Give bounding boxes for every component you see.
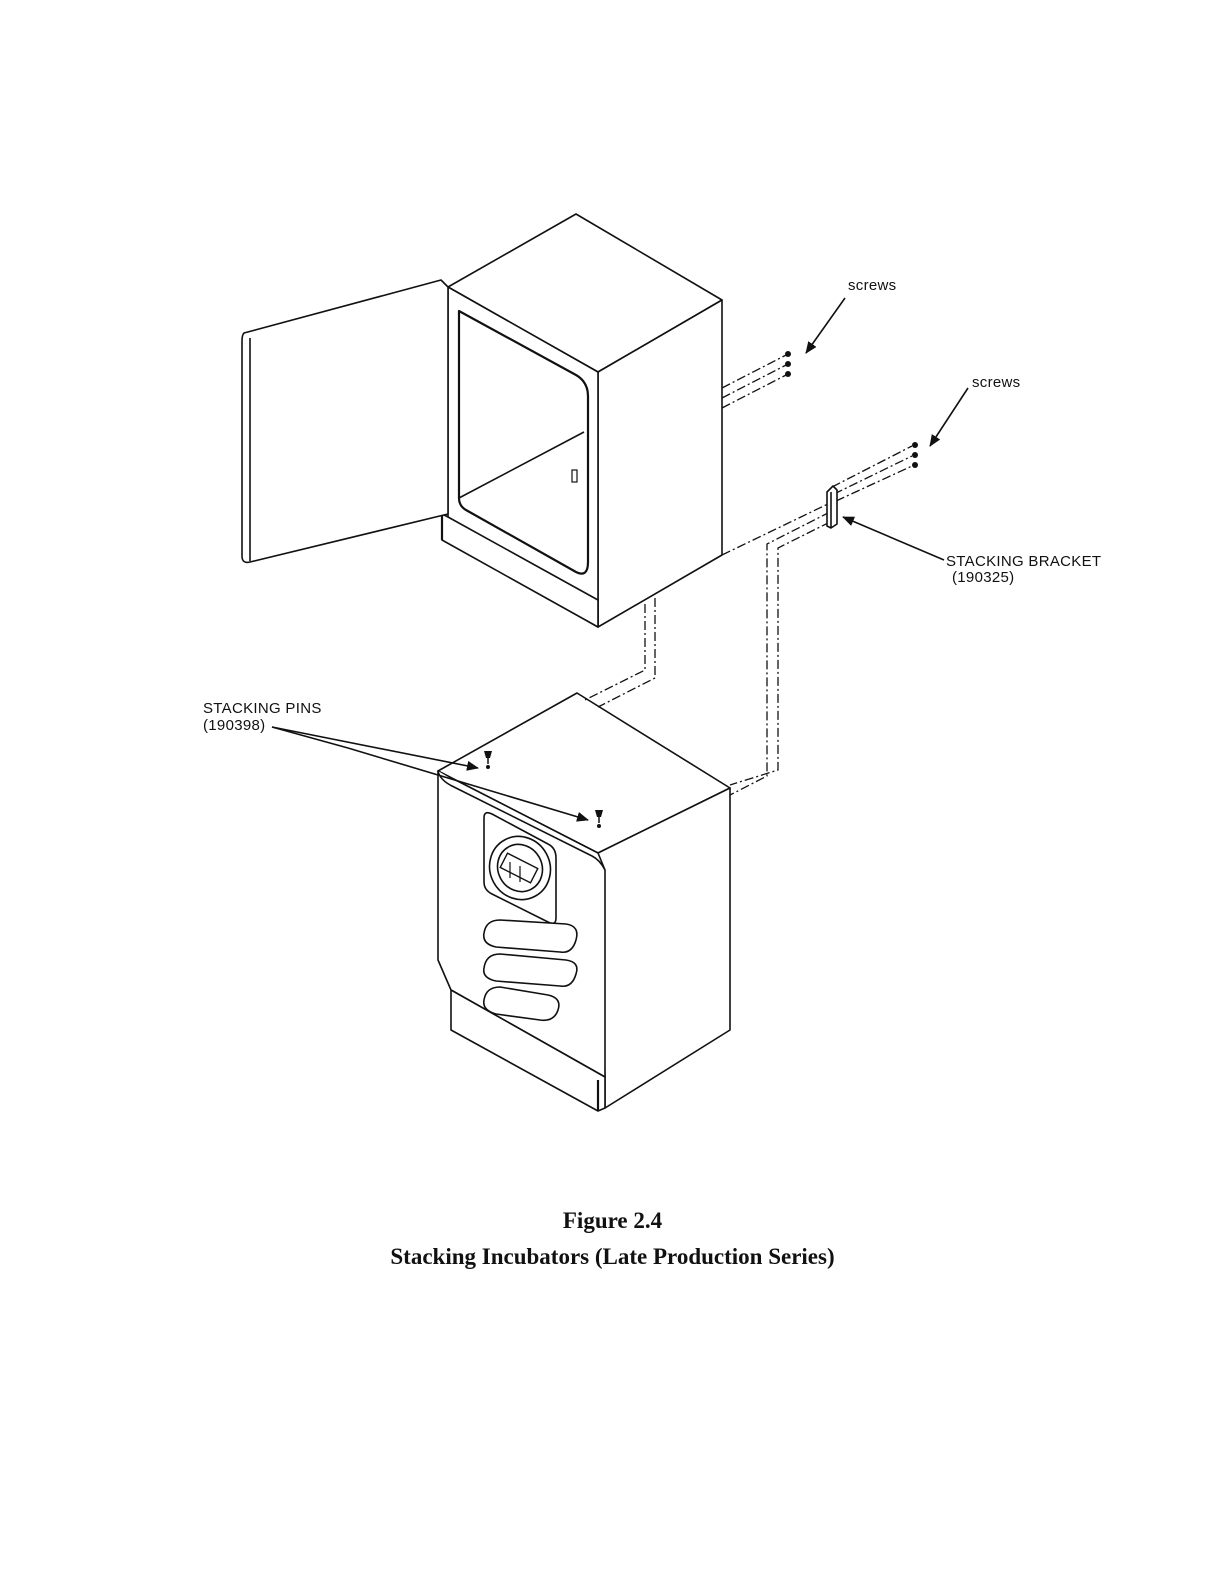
lower-incubator	[438, 693, 730, 1111]
label-screws-lower: screws	[972, 374, 1020, 391]
label-stacking-bracket-part: (190325)	[952, 569, 1014, 586]
figure-title: Stacking Incubators (Late Production Ser…	[0, 1244, 1225, 1270]
stacking-bracket	[827, 486, 837, 528]
label-stacking-bracket: STACKING BRACKET	[946, 553, 1101, 570]
label-stacking-pins: STACKING PINS	[203, 700, 322, 717]
upper-incubator	[242, 214, 722, 627]
label-screws-upper: screws	[848, 277, 896, 294]
label-stacking-pins-part: (190398)	[203, 717, 265, 734]
figure-number: Figure 2.4	[0, 1208, 1225, 1234]
screws-upper	[785, 351, 791, 377]
screws-lower	[912, 442, 918, 468]
